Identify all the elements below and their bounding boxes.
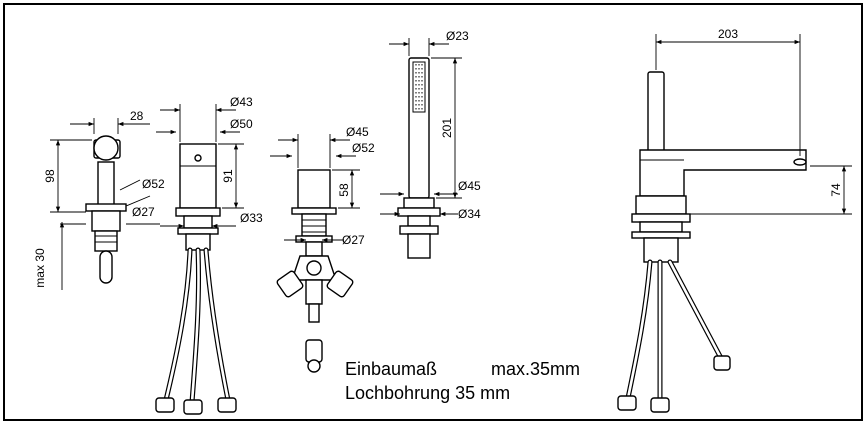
diverter-stem-diameter-label: Ø27 bbox=[342, 233, 365, 247]
handle-width-label: 28 bbox=[130, 109, 144, 123]
hand-shower-base-diameter-label: Ø34 bbox=[458, 207, 481, 221]
valve-top-diameter-label: Ø43 bbox=[230, 95, 253, 109]
handle-stem-diameter-label: Ø27 bbox=[132, 205, 155, 219]
handle-base-diameter-label: Ø52 bbox=[142, 177, 165, 191]
handle-max-depth-label: max 30 bbox=[33, 248, 47, 288]
handle-part bbox=[85, 135, 127, 284]
handle-height-label: 98 bbox=[43, 169, 57, 183]
valve-part bbox=[155, 143, 237, 415]
drawing-frame bbox=[3, 3, 863, 421]
hand-shower-length-label: 201 bbox=[440, 118, 454, 138]
valve-dimensions bbox=[156, 104, 244, 229]
diverter-height-label: 58 bbox=[337, 183, 351, 197]
installation-note-value: max.35mm bbox=[491, 359, 580, 379]
hand-shower-part bbox=[397, 57, 441, 259]
spout-projection-label: 203 bbox=[718, 27, 738, 41]
handle-dimensions bbox=[50, 118, 160, 290]
valve-stem-diameter-label: Ø33 bbox=[240, 211, 263, 225]
installation-note-label: Einbaumaß bbox=[345, 359, 437, 379]
spout-dimensions bbox=[655, 34, 852, 215]
hand-shower-head-diameter-label: Ø23 bbox=[446, 29, 469, 43]
spout-height-label: 74 bbox=[829, 183, 843, 197]
hand-shower-dimensions bbox=[380, 38, 462, 217]
diverter-top-diameter-label: Ø45 bbox=[346, 125, 369, 139]
diverter-part bbox=[276, 169, 354, 373]
hand-shower-holder-diameter-label: Ø45 bbox=[458, 179, 481, 193]
hole-note: Lochbohrung 35 mm bbox=[345, 383, 510, 403]
valve-height-label: 91 bbox=[221, 169, 235, 183]
spout-part bbox=[617, 71, 807, 413]
valve-body-diameter-label: Ø50 bbox=[230, 117, 253, 131]
diverter-base-diameter-label: Ø52 bbox=[352, 141, 375, 155]
diverter-dimensions bbox=[270, 134, 360, 243]
